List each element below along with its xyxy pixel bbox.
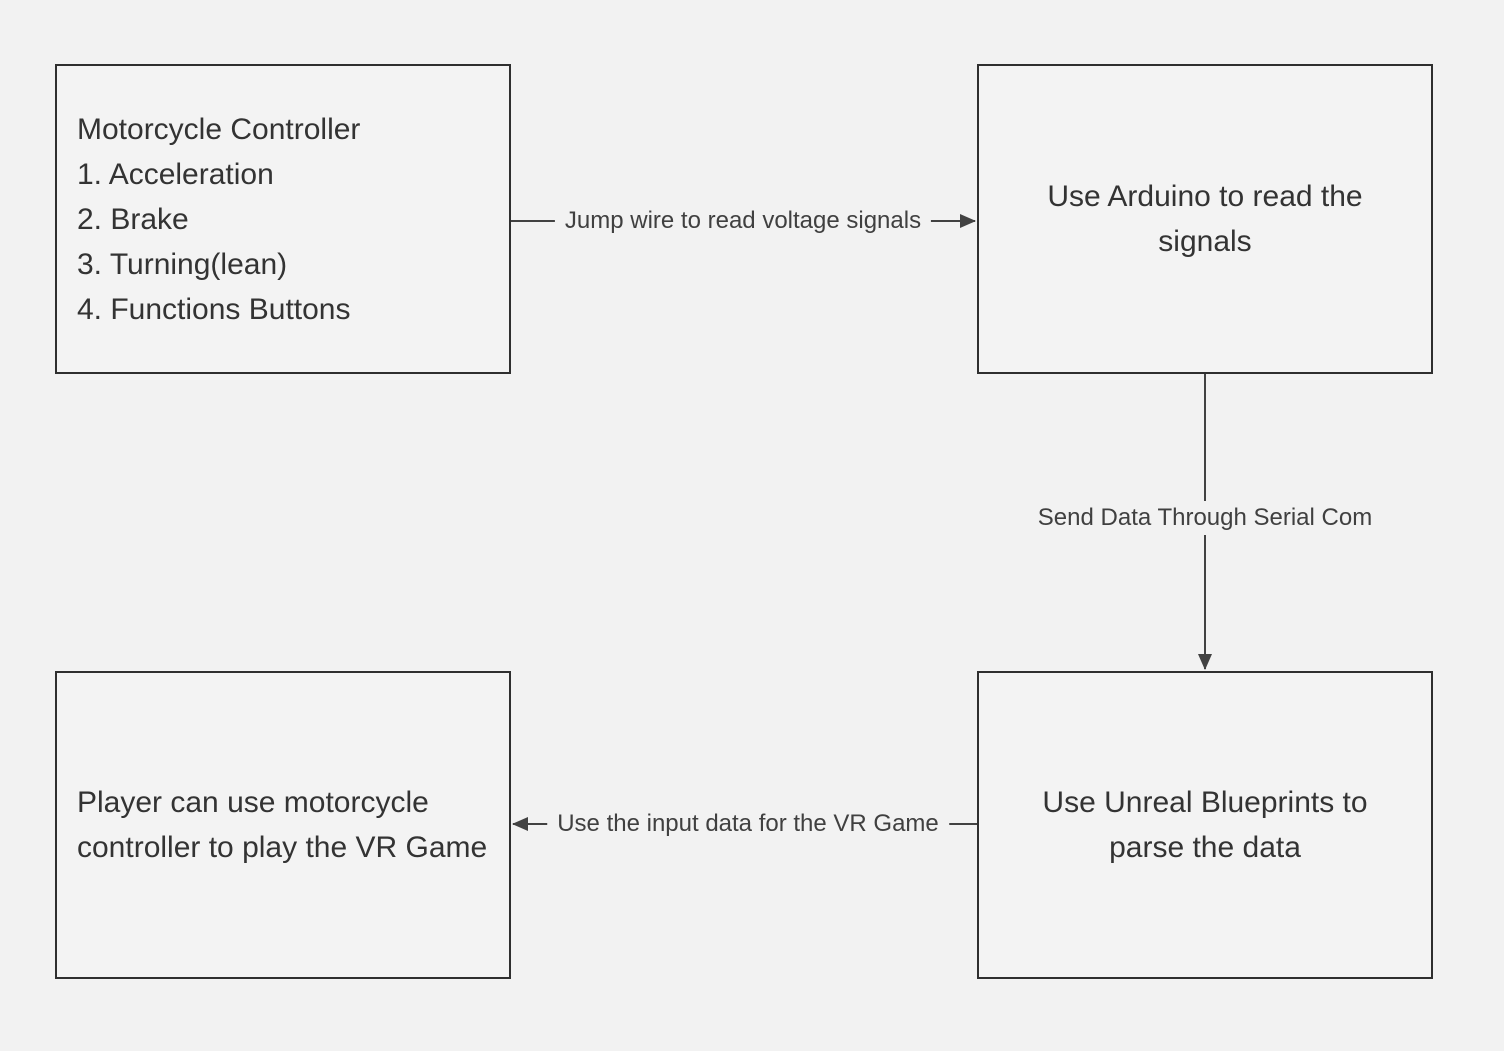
edge-label-jump-wire: Jump wire to read voltage signals bbox=[554, 204, 932, 238]
node-line: 2. Brake bbox=[77, 202, 189, 236]
edge-label-input-data: Use the input data for the VR Game bbox=[547, 807, 949, 841]
node-arduino: Use Arduino to read the signals bbox=[977, 64, 1433, 374]
node-text: Player can use motorcycle controller to … bbox=[77, 786, 488, 864]
node-line: Motorcycle Controller bbox=[77, 112, 361, 146]
node-text: Use Arduino to read the signals bbox=[1047, 180, 1363, 258]
edge-label-serial-com: Send Data Through Serial Com bbox=[1027, 501, 1383, 535]
node-motorcycle-controller: Motorcycle Controller 1. Acceleration 2.… bbox=[55, 64, 511, 374]
node-line: 4. Functions Buttons bbox=[77, 292, 351, 326]
node-unreal-blueprints: Use Unreal Blueprints to parse the data bbox=[977, 671, 1433, 979]
node-line: 3. Turning(lean) bbox=[77, 247, 288, 281]
node-text: Use Unreal Blueprints to parse the data bbox=[1042, 786, 1368, 864]
node-player-vr-game: Player can use motorcycle controller to … bbox=[55, 671, 511, 979]
node-line: 1. Acceleration bbox=[77, 157, 274, 191]
